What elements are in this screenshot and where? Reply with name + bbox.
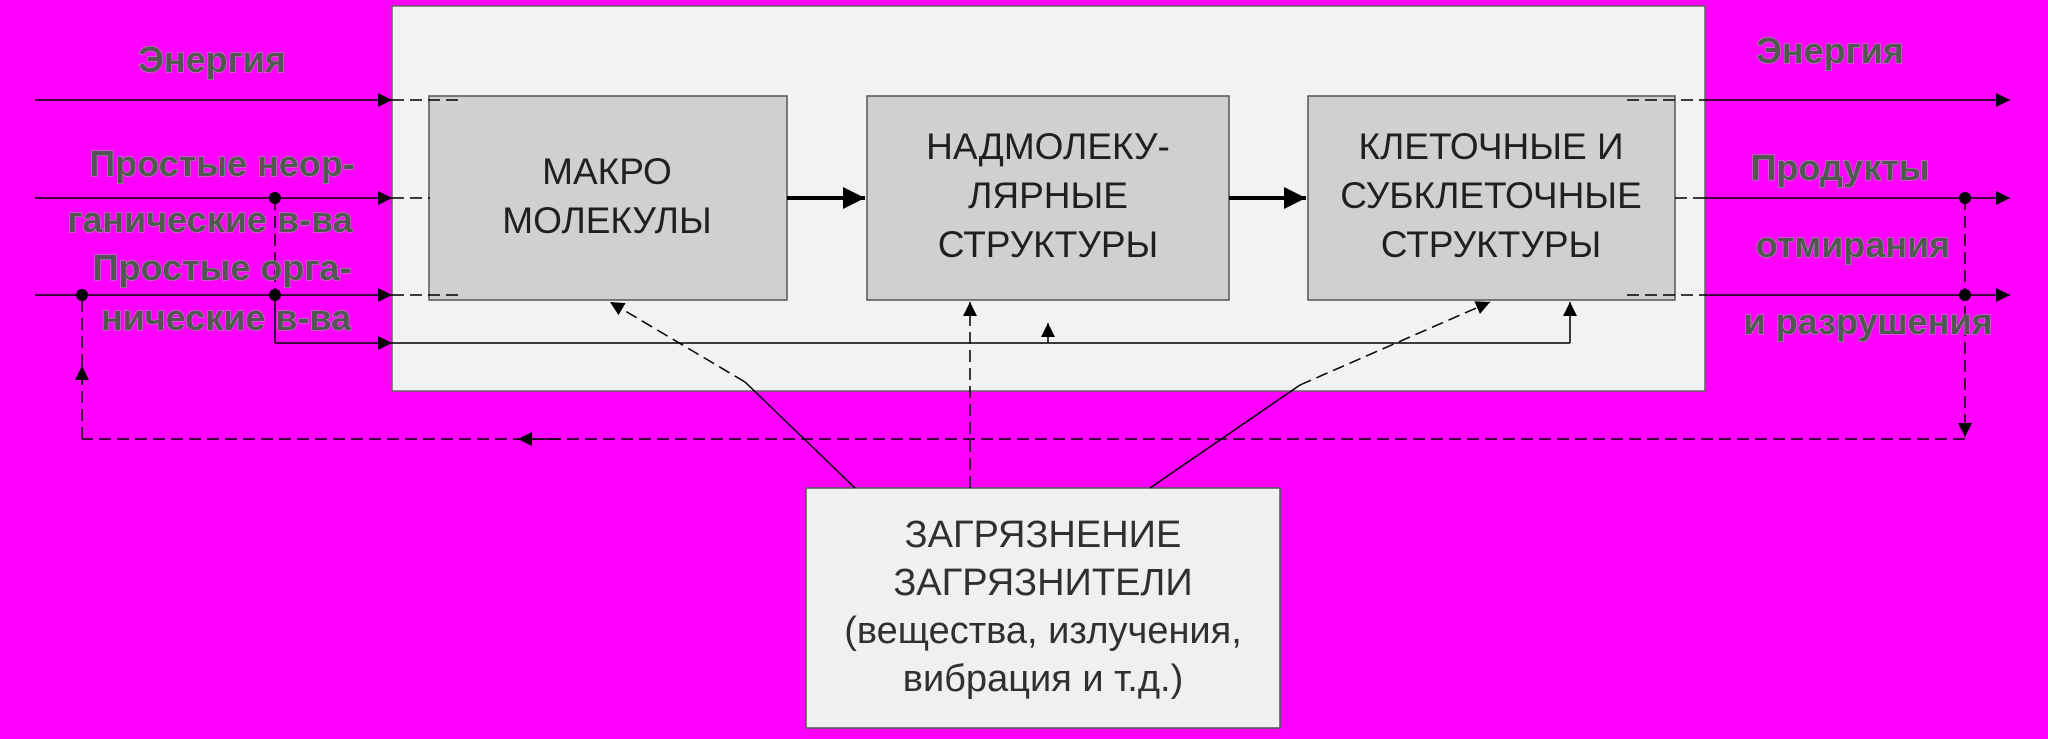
block-cell-line-2: СУБКЛЕТОЧНЫЕ — [1340, 175, 1642, 216]
input-energy-label: Энергия — [138, 39, 286, 80]
pollution-to-cell-thin — [1149, 384, 1301, 489]
output-energy-label: Энергия — [1756, 30, 1904, 71]
output-products-label-3: и разрушения — [1744, 301, 1993, 342]
block-macro-line-1: МАКРО — [542, 151, 672, 192]
output-products-label-2: отмирания — [1756, 224, 1950, 265]
block-supramolecular — [866, 95, 1230, 301]
pollution-line-3: (вещества, излучения, — [844, 610, 1242, 652]
pollution-to-cell-dash — [1299, 301, 1491, 386]
pollution-line-2: ЗАГРЯЗНИТЕЛИ — [893, 562, 1192, 604]
output-products-label-1: Продукты — [1750, 147, 1929, 188]
block-cell-line-3: СТРУКТУРЫ — [1381, 224, 1602, 265]
block-cell-line-1: КЛЕТОЧНЫЕ И — [1358, 126, 1623, 167]
input-organic-label-2: нические в-ва — [101, 297, 352, 338]
junction-return — [76, 289, 88, 301]
block-cellular — [1307, 95, 1676, 301]
pollution-line-4: вибрация и т.д.) — [903, 658, 1184, 700]
pollution-to-macro-dash — [609, 301, 746, 383]
block-supra-line-1: НАДМОЛЕКУ- — [926, 126, 1170, 167]
pollution-box — [805, 487, 1281, 729]
block-macro-line-2: МОЛЕКУЛЫ — [502, 200, 711, 241]
block-macromolecules — [428, 95, 788, 301]
block-supra-line-2: ЛЯРНЫЕ — [968, 175, 1128, 216]
input-inorganic-label-1: Простые неор- — [89, 143, 355, 184]
block-supra-line-3: СТРУКТУРЫ — [938, 224, 1159, 265]
input-organic-label-1: Простые орга- — [93, 247, 352, 288]
pollution-line-1: ЗАГРЯЗНЕНИЕ — [905, 514, 1182, 556]
pollution-to-macro-thin — [744, 381, 856, 489]
input-inorganic-label-2: ганические в-ва — [67, 199, 353, 240]
